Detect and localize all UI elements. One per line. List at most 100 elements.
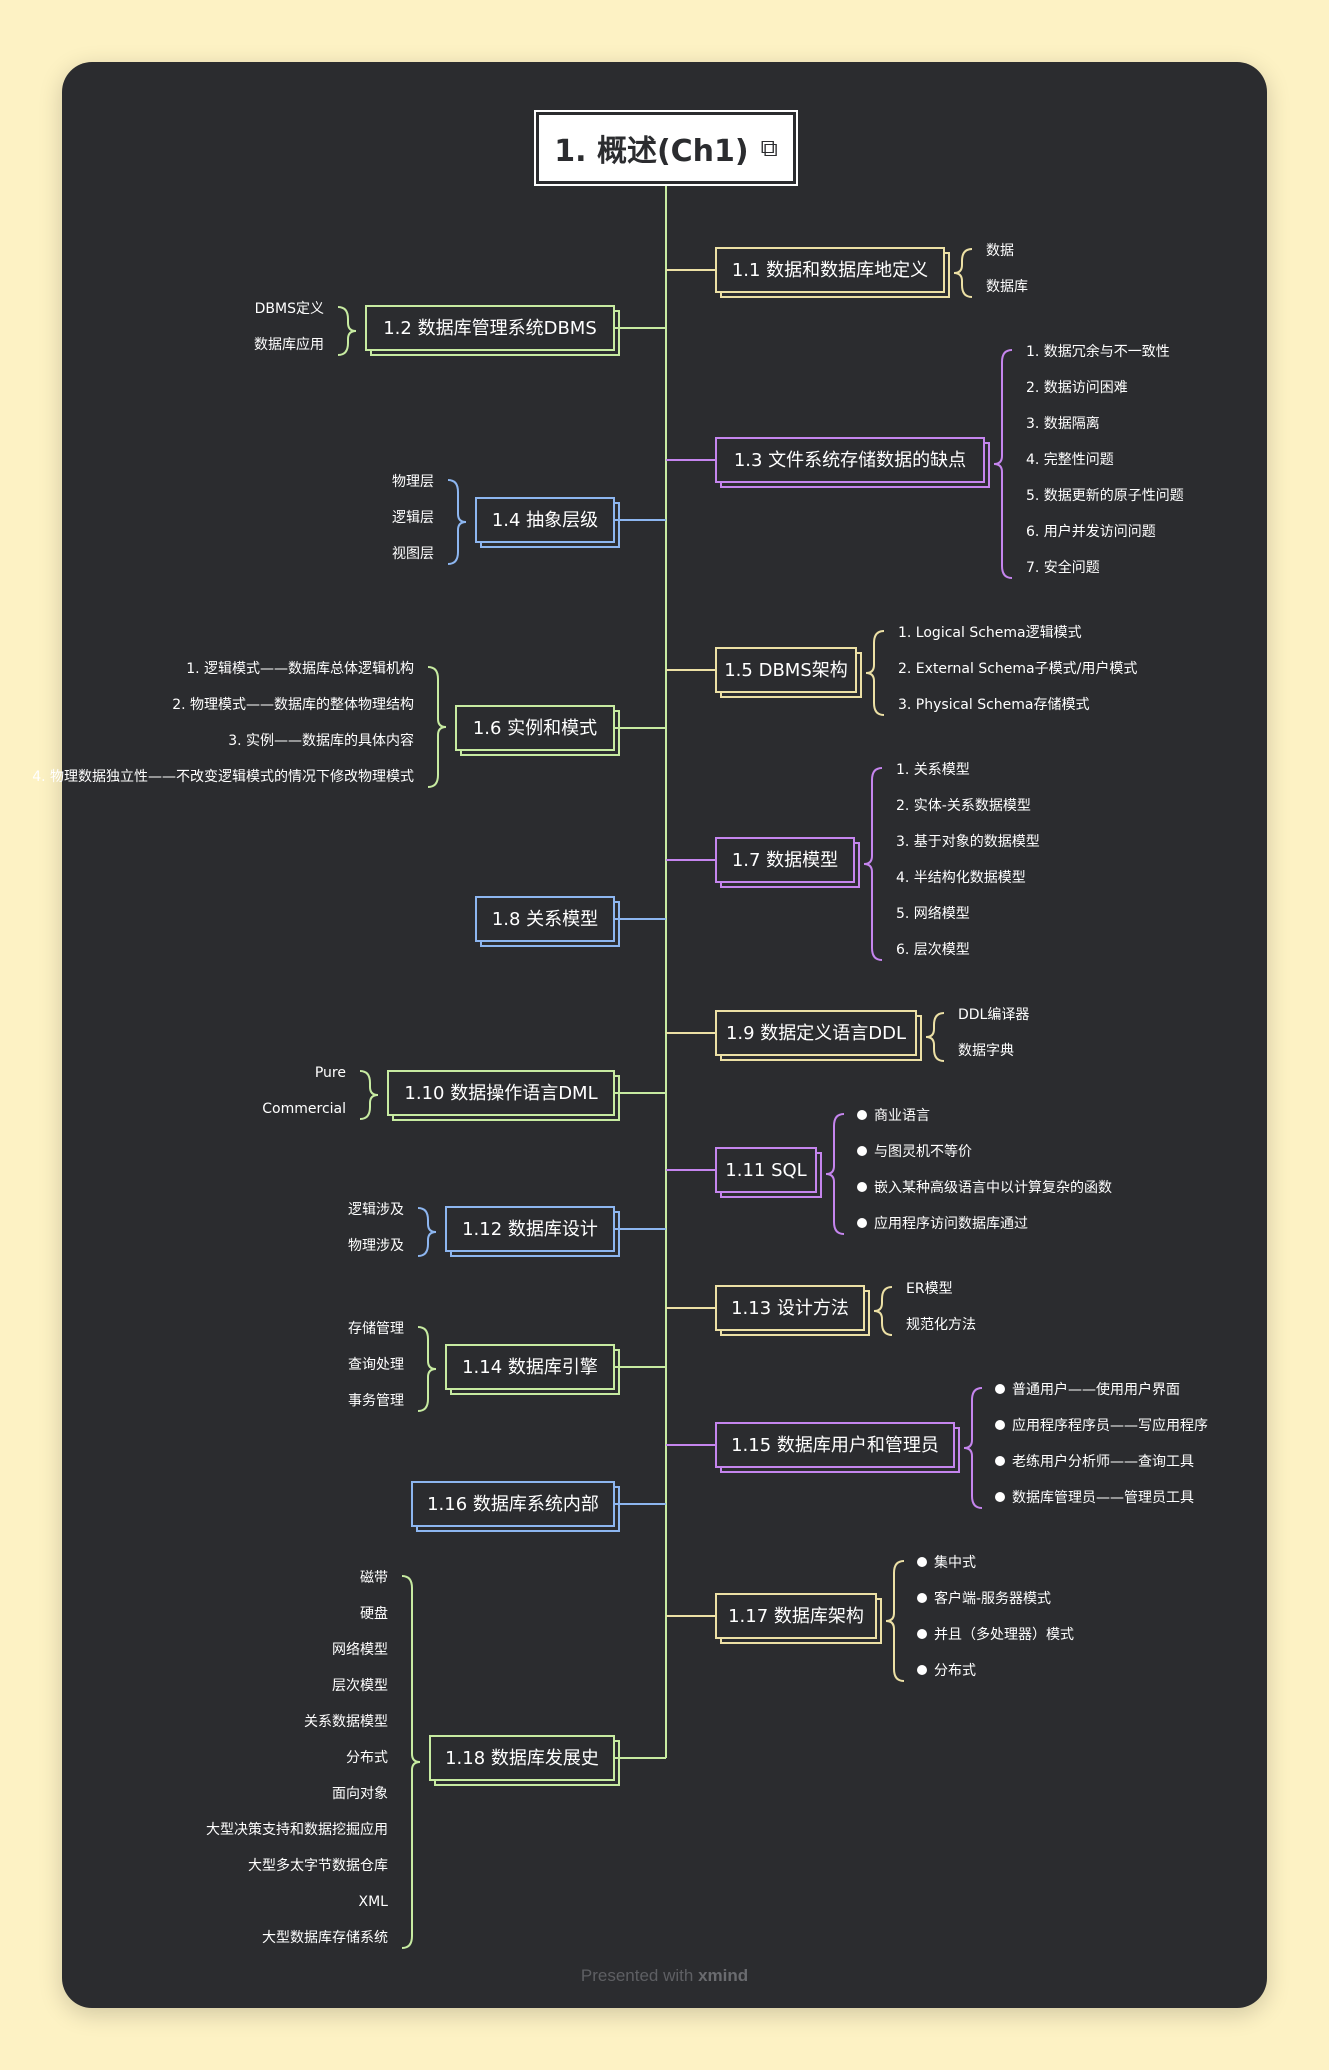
- topic-brace: [401, 1575, 421, 1949]
- subtopic-label: 老练用户分析师——查询工具: [1012, 1453, 1194, 1470]
- topic-brace: [953, 248, 973, 298]
- topic-brace: [925, 1012, 945, 1062]
- topic-box: [455, 705, 615, 751]
- topic-brace: [417, 1207, 437, 1257]
- subtopic-label: 4. 半结构化数据模型: [896, 870, 1026, 886]
- subtopic-label: 2. 数据访问困难: [1026, 380, 1128, 396]
- subtopic-label: 5. 数据更新的原子性问题: [1026, 488, 1184, 504]
- topic-brace: [359, 1070, 379, 1120]
- subtopic-label: 大型多太字节数据仓库: [248, 1857, 388, 1874]
- subtopic-label: 数据库管理员——管理员工具: [1012, 1490, 1194, 1506]
- subtopic-label: 硬盘: [360, 1605, 388, 1622]
- subtopic-label: 1. 数据冗余与不一致性: [1026, 343, 1170, 360]
- subtopic-label: 网络模型: [332, 1642, 388, 1658]
- subtopic-label: 物理层: [392, 474, 434, 490]
- topic-brace: [885, 1560, 905, 1682]
- subtopic-label: 4. 完整性问题: [1026, 452, 1114, 468]
- subtopic-label: 数据库: [986, 279, 1028, 295]
- subtopic-label: 面向对象: [332, 1786, 388, 1802]
- subtopic-label: 2. 实体-关系数据模型: [896, 798, 1031, 814]
- subtopic-label: 数据: [986, 243, 1014, 259]
- topic-box: [715, 437, 985, 483]
- subtopic-label: 数据库应用: [254, 336, 324, 353]
- subtopic-label: 6. 层次模型: [896, 942, 970, 958]
- subtopic-label: 2. External Schema子模式/用户模式: [898, 660, 1137, 677]
- topic-box: [411, 1481, 615, 1527]
- topic-box: [715, 1010, 917, 1056]
- topic-label: 1.3 文件系统存储数据的缺点: [734, 450, 966, 471]
- topic-brace: [337, 306, 357, 356]
- topic-label: 1.8 关系模型: [492, 909, 598, 930]
- bullet-dot: [917, 1557, 927, 1567]
- subtopic-label: 1. Logical Schema逻辑模式: [898, 625, 1082, 641]
- topic-box: [429, 1735, 615, 1781]
- topic-box: [445, 1206, 615, 1252]
- subtopic-label: 磁带: [360, 1570, 388, 1586]
- topic-brace: [825, 1113, 845, 1235]
- subtopic-label: 大型决策支持和数据挖掘应用: [206, 1821, 388, 1838]
- bullet-dot: [857, 1110, 867, 1120]
- subtopic-label: 与图灵机不等价: [874, 1143, 972, 1160]
- bullet-dot: [917, 1665, 927, 1675]
- topic-label: 1.14 数据库引擎: [462, 1357, 598, 1378]
- bullet-dot: [917, 1629, 927, 1639]
- subtopic-label: 嵌入某种高级语言中以计算复杂的函数: [874, 1179, 1112, 1196]
- topic-box: [715, 1147, 817, 1193]
- subtopic-label: 物理涉及: [348, 1238, 404, 1254]
- topic-label: 1.7 数据模型: [732, 850, 838, 871]
- subtopic-label: 1. 关系模型: [896, 762, 970, 778]
- subtopic-label: 4. 物理数据独立性——不改变逻辑模式的情况下修改物理模式: [32, 769, 414, 785]
- topic-label: 1.4 抽象层级: [492, 510, 598, 531]
- subtopic-label: 事务管理: [348, 1393, 404, 1409]
- topic-box: [475, 497, 615, 543]
- topic-label: 1.1 数据和数据库地定义: [732, 260, 928, 281]
- topic-label: 1.16 数据库系统内部: [427, 1494, 599, 1515]
- topic-brace: [447, 479, 467, 565]
- subtopic-label: 层次模型: [332, 1678, 388, 1694]
- subtopic-label: DBMS定义: [255, 301, 324, 317]
- bullet-dot: [857, 1182, 867, 1192]
- subtopic-label: 普通用户——使用用户界面: [1012, 1381, 1180, 1398]
- subtopic-label: Pure: [315, 1065, 346, 1081]
- topic-label: 1.11 SQL: [725, 1160, 806, 1181]
- subtopic-label: 大型数据库存储系统: [262, 1930, 388, 1946]
- topic-brace: [865, 630, 885, 716]
- topic-box: [715, 837, 855, 883]
- subtopic-label: 3. 基于对象的数据模型: [896, 833, 1040, 850]
- bullet-dot: [857, 1146, 867, 1156]
- subtopic-label: 视图层: [392, 546, 434, 562]
- subtopic-label: XML: [359, 1894, 389, 1910]
- subtopic-label: 逻辑涉及: [348, 1202, 404, 1218]
- topic-box: [715, 647, 857, 693]
- subtopic-label: 并且（多处理器）模式: [934, 1626, 1074, 1643]
- subtopic-label: 5. 网络模型: [896, 906, 970, 922]
- subtopic-label: 集中式: [934, 1554, 976, 1571]
- topic-label: 1.6 实例和模式: [473, 718, 597, 739]
- topic-label: 1.5 DBMS架构: [724, 660, 848, 681]
- bullet-dot: [995, 1456, 1005, 1466]
- topic-label: 1.9 数据定义语言DDL: [726, 1023, 906, 1044]
- topic-label: 1.17 数据库架构: [728, 1606, 864, 1627]
- subtopic-label: 3. 数据隔离: [1026, 415, 1100, 432]
- root-topic-label: 1. 概述(Ch1): [554, 134, 749, 169]
- subtopic-label: 应用程序访问数据库通过: [874, 1215, 1028, 1232]
- topic-box: [715, 1422, 955, 1468]
- mindmap-card: [62, 62, 1267, 2008]
- subtopic-label: 分布式: [934, 1663, 976, 1679]
- subtopic-label: 查询处理: [348, 1357, 404, 1373]
- subtopic-label: 数据字典: [958, 1043, 1014, 1059]
- link-icon[interactable]: ⧉: [760, 134, 778, 162]
- topic-brace: [417, 1326, 437, 1412]
- root-topic[interactable]: 1. 概述(Ch1) ⧉: [534, 110, 798, 186]
- topic-box: [365, 305, 615, 351]
- xmind-brand: xmind: [698, 1966, 749, 1985]
- subtopic-label: 2. 物理模式——数据库的整体物理结构: [172, 697, 414, 713]
- bullet-dot: [995, 1420, 1005, 1430]
- topic-brace: [427, 666, 447, 788]
- bullet-dot: [917, 1593, 927, 1603]
- topic-box: [715, 247, 945, 293]
- bullet-dot: [995, 1384, 1005, 1394]
- subtopic-label: 客户端-服务器模式: [934, 1590, 1051, 1607]
- topic-box: [445, 1344, 615, 1390]
